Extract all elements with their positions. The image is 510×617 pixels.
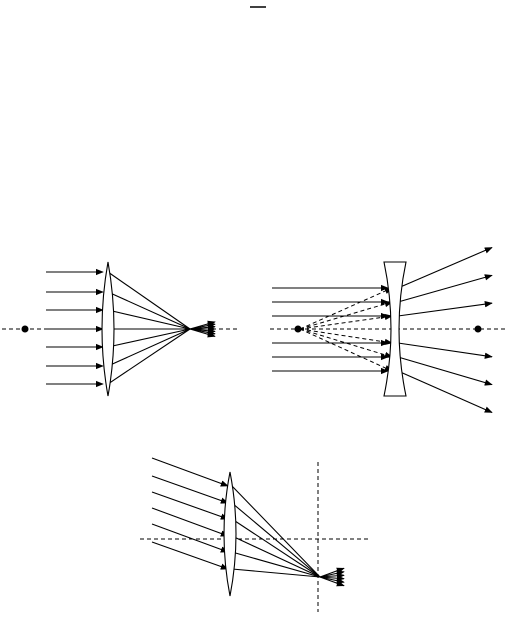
virtual-ray	[299, 287, 393, 330]
diverging-ray	[397, 300, 493, 317]
diverging-rays	[397, 247, 493, 413]
incident-ray	[151, 491, 229, 520]
refracted-rays	[231, 485, 345, 587]
refracted-ray	[231, 502, 321, 578]
virtual-ray	[299, 313, 393, 330]
virtual-ray	[299, 328, 393, 358]
virtual-ray	[299, 328, 393, 346]
incident-ray	[151, 523, 229, 553]
refracted-ray	[231, 518, 321, 578]
virtual-ray	[299, 300, 393, 330]
refracted-ray	[231, 551, 321, 578]
panel-oblique-rays	[140, 457, 368, 612]
diverging-ray	[397, 247, 493, 289]
diverging-ray	[397, 274, 493, 303]
diverging-ray	[397, 342, 493, 359]
incident-ray	[151, 507, 229, 537]
refracted-ray	[107, 328, 191, 348]
focal-point-left	[294, 325, 302, 333]
incoming-rays	[151, 457, 229, 570]
incoming-rays	[272, 284, 389, 375]
concave-lens	[383, 261, 407, 397]
virtual-ray	[299, 328, 393, 372]
refracted-ray	[231, 535, 321, 578]
refracted-ray-tip	[319, 567, 345, 578]
focal-point	[21, 325, 29, 333]
virtual-ray-extensions	[299, 287, 393, 372]
refracted-ray	[107, 271, 191, 330]
focal-point-right	[474, 325, 482, 333]
diverging-ray	[397, 356, 493, 386]
convex-lens	[101, 261, 115, 397]
incoming-rays	[46, 268, 104, 388]
refracted-ray	[107, 328, 191, 385]
panel-diverging-lens	[270, 247, 508, 413]
refracted-ray	[231, 568, 321, 578]
refracted-ray	[107, 309, 191, 330]
incident-ray	[151, 475, 229, 504]
incident-ray	[151, 457, 229, 487]
refracted-ray	[107, 328, 191, 367]
refracted-ray	[107, 291, 191, 330]
incident-ray	[151, 541, 229, 570]
refracted-rays	[107, 271, 216, 385]
refracted-ray-tip	[189, 320, 216, 330]
refracted-ray-tip	[319, 576, 345, 587]
refracted-ray	[231, 485, 321, 578]
panel-converging-lens	[2, 261, 238, 397]
diverging-ray	[397, 370, 493, 413]
convex-lens	[223, 471, 237, 597]
